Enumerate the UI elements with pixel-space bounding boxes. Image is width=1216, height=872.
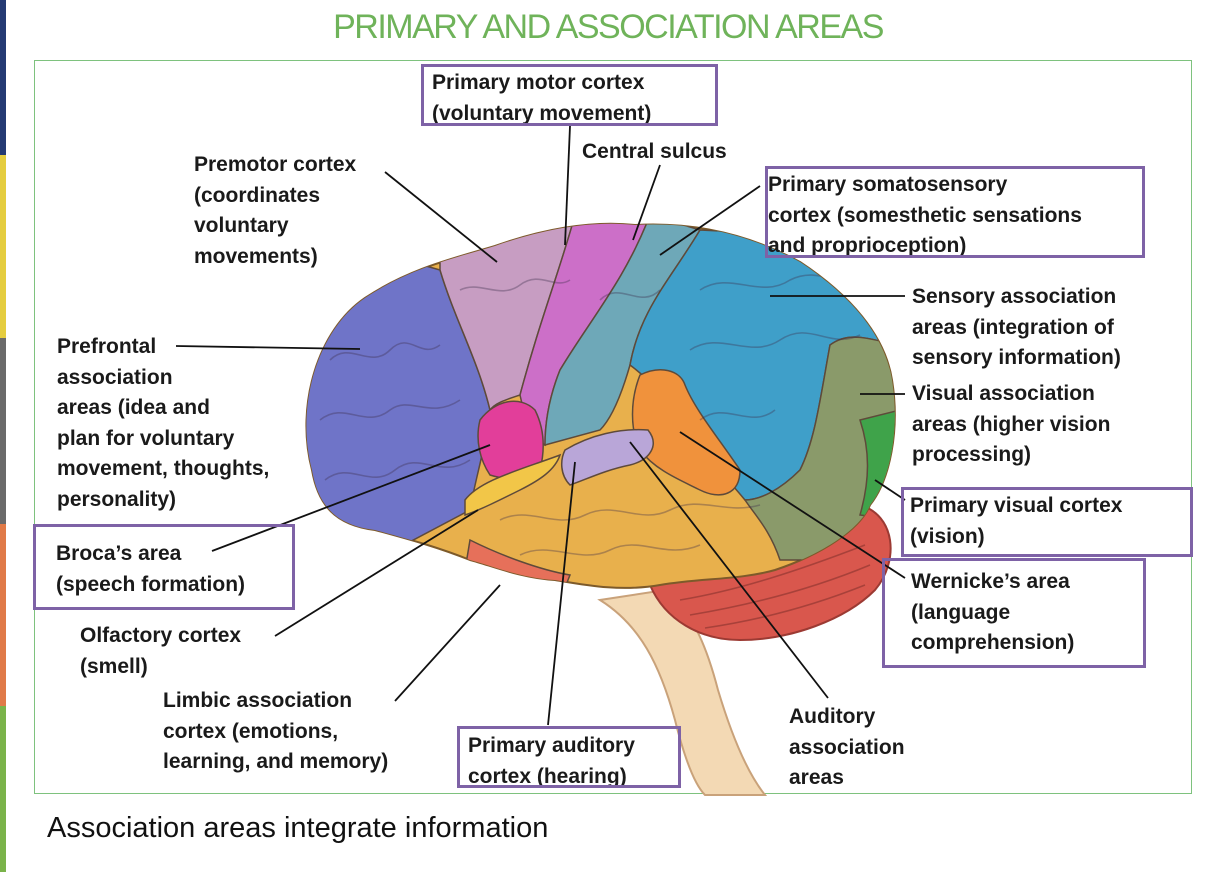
label-prefrontal: Prefrontal association areas (idea and p… bbox=[57, 335, 270, 511]
label-limbic: Limbic association cortex (emotions, lea… bbox=[163, 689, 389, 773]
label-primary-auditory: Primary auditory cortex (hearing) bbox=[468, 734, 635, 788]
slide-caption: Association areas integrate information bbox=[47, 812, 549, 844]
region-olfactory bbox=[464, 453, 562, 517]
label-visual-association: Visual association areas (higher vision … bbox=[912, 382, 1111, 466]
label-broca: Broca’s area (speech formation) bbox=[56, 542, 246, 596]
label-primary-visual: Primary visual cortex (vision) bbox=[910, 494, 1123, 548]
box-wernicke: Wernicke’s area (language comprehension) bbox=[882, 558, 1146, 668]
diagram-frame bbox=[34, 60, 1192, 794]
box-primary-somatosensory: Primary somatosensory cortex (somestheti… bbox=[765, 166, 1145, 258]
label-auditory-association: Auditory association areas bbox=[789, 705, 905, 789]
accent-stripe-gray bbox=[0, 338, 6, 524]
box-primary-visual: Primary visual cortex (vision) bbox=[901, 487, 1193, 557]
accent-stripe-orange bbox=[0, 524, 6, 706]
brainstem bbox=[597, 588, 768, 796]
label-primary-somatosensory: Primary somatosensory cortex (somestheti… bbox=[768, 173, 1082, 257]
slide-title: PRIMARY AND ASSOCIATION AREAS bbox=[333, 8, 884, 46]
accent-stripe-navy bbox=[0, 0, 6, 155]
label-sensory-association: Sensory association areas (integration o… bbox=[912, 285, 1121, 369]
box-primary-motor: Primary motor cortex (voluntary movement… bbox=[421, 64, 718, 126]
label-premotor: Premotor cortex (coordinates voluntary m… bbox=[194, 153, 357, 268]
box-broca: Broca’s area (speech formation) bbox=[33, 524, 295, 610]
accent-stripe-green bbox=[0, 706, 6, 872]
accent-stripe-yellow bbox=[0, 155, 6, 338]
box-primary-auditory: Primary auditory cortex (hearing) bbox=[457, 726, 681, 788]
label-primary-motor: Primary motor cortex (voluntary movement… bbox=[432, 71, 652, 125]
label-olfactory: Olfactory cortex (smell) bbox=[80, 624, 242, 678]
label-wernicke: Wernicke’s area (language comprehension) bbox=[911, 570, 1075, 654]
label-central-sulcus: Central sulcus bbox=[582, 140, 727, 163]
